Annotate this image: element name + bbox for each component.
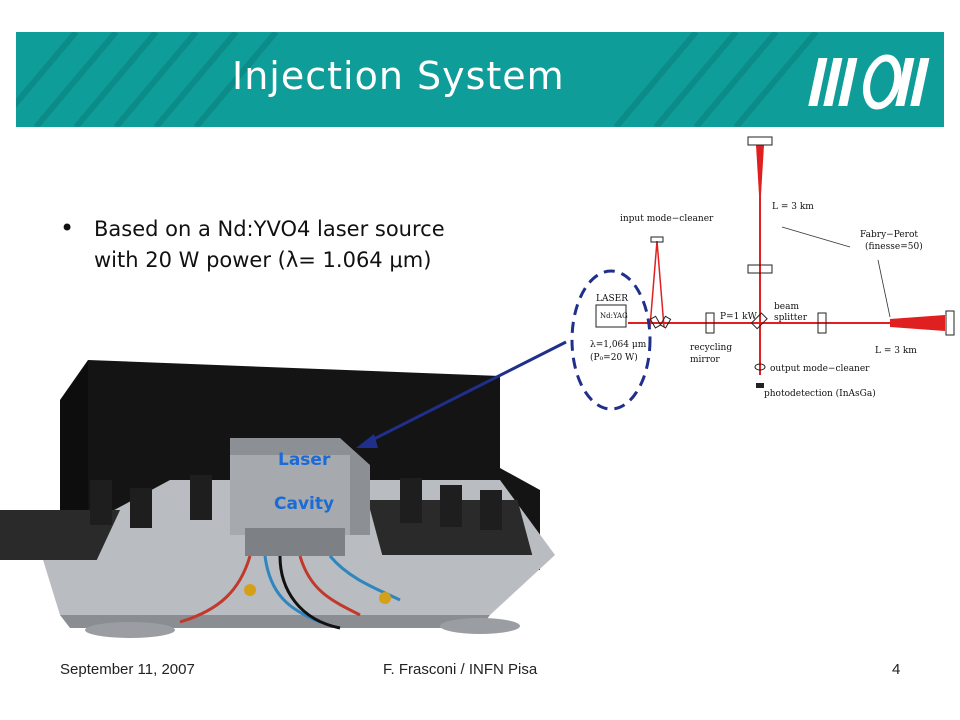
- lambda-symbol: λ: [285, 248, 299, 272]
- power-label: (P₀=20 W): [590, 352, 638, 363]
- l3km-vertical-label: L = 3 km: [772, 202, 814, 212]
- wavelength-label: λ=1,064 μm: [590, 340, 647, 350]
- virgo-logo: [808, 54, 930, 110]
- laser-bench-photo: [0, 360, 555, 638]
- bullet-line-2: with 20 W power (λ= 1.064 μm): [94, 248, 432, 272]
- bullet-marker: •: [60, 214, 75, 242]
- recycling-label-1: recycling: [690, 343, 732, 353]
- output-mc-label: output mode−cleaner: [770, 364, 870, 374]
- title-banner: [16, 32, 944, 127]
- interferometer-diagram: input mode−cleaner LASER Nd:YAG λ=1,064 …: [590, 136, 955, 399]
- input-mc-label: input mode−cleaner: [620, 214, 714, 224]
- bs-label-2: splitter: [774, 313, 808, 323]
- p1kw-label: P=1 kW: [720, 312, 758, 322]
- cavity-label: Cavity: [274, 494, 335, 514]
- laser-label: Laser: [278, 450, 331, 470]
- bullet-line-1: Based on a Nd:YVO4 laser source: [94, 217, 445, 241]
- banner-background: [16, 32, 944, 127]
- footer-date: September 11, 2007: [60, 661, 195, 678]
- fabry-perot-label-2: (finesse=50): [865, 241, 923, 252]
- mu-symbol: μ: [389, 248, 403, 272]
- l3km-horizontal-label: L = 3 km: [875, 346, 917, 356]
- page-number: 4: [892, 661, 901, 678]
- bullet-text: Based on a Nd:YVO4 laser source with 20 …: [94, 214, 524, 276]
- ndyag-label: Nd:YAG: [600, 312, 628, 320]
- fabry-perot-label-1: Fabry−Perot: [860, 230, 918, 240]
- footer-author: F. Frasconi / INFN Pisa: [383, 661, 538, 678]
- photodetection-label: photodetection (InAsGa): [764, 388, 876, 399]
- bs-label-1: beam: [774, 302, 799, 312]
- laser-box-label: LASER: [596, 294, 628, 304]
- recycling-label-2: mirror: [690, 355, 720, 365]
- page-title: Injection System: [232, 54, 565, 98]
